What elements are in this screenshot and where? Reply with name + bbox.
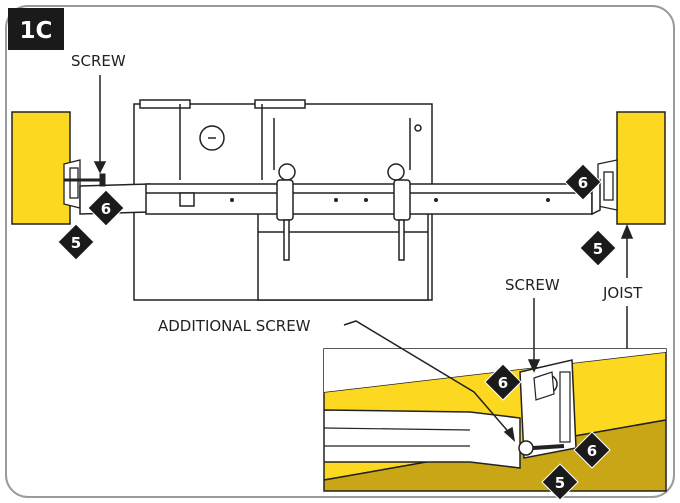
step-marker-5-right: 5: [579, 229, 617, 267]
bracket-left: [63, 159, 81, 209]
label-screw-inset: SCREW: [505, 276, 560, 294]
inset-detail: [323, 348, 667, 492]
additional-screw-leader: [343, 320, 516, 442]
figure-badge: 1C: [8, 8, 64, 50]
step-number: 6: [498, 374, 508, 392]
step-number: 6: [101, 200, 111, 218]
joist-right: [616, 111, 666, 225]
step-number: 5: [555, 474, 565, 492]
step-number: 6: [578, 174, 588, 192]
step-marker-6-inset-right: 6: [573, 431, 611, 469]
step-number: 5: [593, 240, 603, 258]
screw-top: [64, 173, 106, 187]
step-marker-6-left: 6: [87, 189, 125, 227]
figure-badge-text: 1C: [20, 18, 53, 44]
step-marker-6-inset-top: 6: [484, 363, 522, 401]
step-marker-6-right: 6: [564, 163, 602, 201]
bracket-right: [597, 159, 618, 211]
junction-knockout: [199, 118, 422, 170]
screw-inset-leader: [527, 298, 541, 373]
label-screw-top: SCREW: [71, 52, 126, 70]
hanger-bar: [79, 178, 601, 216]
label-joist: JOIST: [602, 284, 643, 302]
hanger-holes: [230, 198, 550, 202]
label-additional-screw: ADDITIONAL SCREW: [158, 317, 311, 335]
screw-top-leader: [93, 75, 107, 174]
slide-clips: [276, 163, 411, 261]
step-number: 6: [587, 442, 597, 460]
step-number: 5: [71, 234, 81, 252]
step-marker-5-left: 5: [57, 223, 95, 261]
step-marker-5-inset-bottom: 5: [541, 463, 579, 501]
joist-left: [11, 111, 71, 225]
